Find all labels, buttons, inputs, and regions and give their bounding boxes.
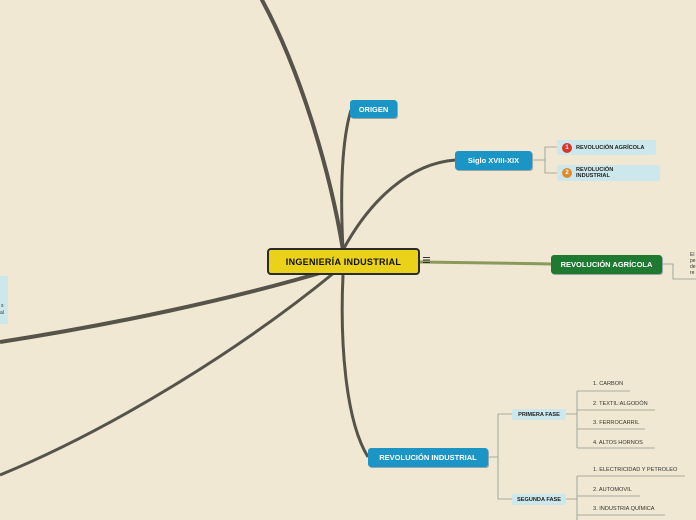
agricola-note-line-1: El (690, 252, 695, 258)
branch-top (260, 0, 345, 252)
central-topic[interactable]: INGENIERÍA INDUSTRIAL (267, 248, 420, 275)
branch-agricola (419, 260, 552, 266)
siglo-child-agricola-label: REVOLUCIÓN AGRÍCOLA (576, 144, 645, 151)
left-offscreen-node[interactable]: s al (0, 276, 8, 324)
industrial-node[interactable]: REVOLUCIÓN INDUSTRIAL (368, 448, 488, 467)
link-primera-items (566, 390, 655, 449)
agricola-label: REVOLUCIÓN AGRÍCOLA (560, 260, 653, 269)
link-siglo-children (532, 146, 558, 174)
notes-menu-icon[interactable] (423, 256, 430, 264)
origen-label: ORIGEN (358, 104, 389, 114)
branch-siglo (341, 158, 457, 251)
origen-node[interactable]: ORIGEN (350, 100, 397, 118)
siglo-label: Siglo XVIII-XIX (467, 156, 520, 165)
phase-segunda[interactable]: SEGUNDA FASE (512, 494, 566, 505)
link-agricola-note (662, 263, 696, 280)
primera-item-2[interactable]: 2. TEXTIL:ALGODÓN (593, 401, 648, 407)
phase-segunda-label: SEGUNDA FASE (517, 496, 561, 503)
agricola-note-line-2: pe (690, 258, 696, 264)
industrial-label: REVOLUCIÓN INDUSTRIAL (379, 453, 477, 462)
priority-2-icon: 2 (562, 168, 572, 178)
branch-left-upper (0, 268, 331, 344)
phase-primera[interactable]: PRIMERA FASE (512, 409, 566, 420)
left-node-line-1: s (1, 303, 4, 309)
segunda-item-3[interactable]: 3. INDUSTRIA QUÍMICA (593, 506, 655, 512)
link-segunda-items (566, 475, 685, 520)
branch-left-lower (0, 270, 336, 477)
priority-1-icon: 1 (562, 142, 572, 153)
primera-item-4[interactable]: 4. ALTOS HORNOS (593, 440, 643, 446)
link-industrial-phases (488, 413, 512, 500)
siglo-child-agricola[interactable]: 1 REVOLUCIÓN AGRÍCOLA (557, 140, 656, 155)
left-node-line-2: al (0, 310, 4, 316)
phase-primera-label: PRIMERA FASE (518, 411, 560, 418)
agricola-note-line-4: re (690, 270, 695, 276)
segunda-item-1[interactable]: 1. ELECTRICIDAD Y PETROLEO (593, 467, 678, 473)
siglo-node[interactable]: Siglo XVIII-XIX (455, 151, 532, 170)
agricola-note-line-3: de (690, 264, 696, 270)
siglo-child-industrial-label: REVOLUCIÓN INDUSTRIAL (576, 166, 614, 180)
central-topic-label: INGENIERÍA INDUSTRIAL (285, 256, 402, 267)
primera-item-3[interactable]: 3. FERROCARRIL (593, 420, 640, 426)
segunda-item-2[interactable]: 2. AUTOMOVIL (593, 487, 632, 493)
siglo-child-industrial[interactable]: 2 REVOLUCIÓN INDUSTRIAL (557, 165, 660, 181)
branch-industrial (340, 274, 370, 458)
agricola-node[interactable]: REVOLUCIÓN AGRÍCOLA (551, 255, 662, 274)
branch-origen (340, 109, 353, 251)
primera-item-1[interactable]: 1. CARBON (593, 381, 624, 387)
